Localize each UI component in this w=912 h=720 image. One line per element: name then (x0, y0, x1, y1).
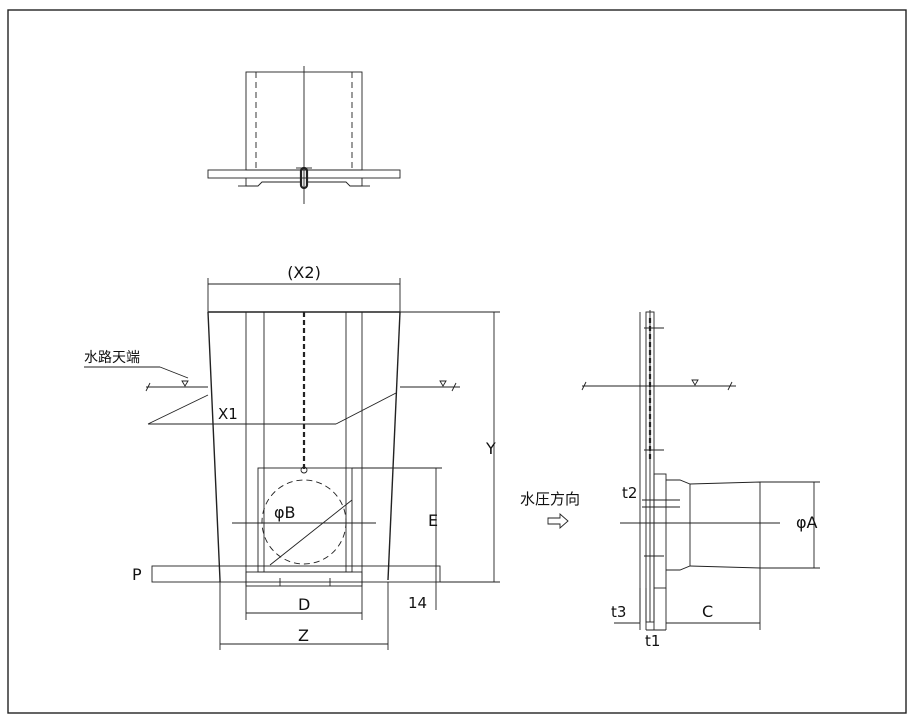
label-water-level: 水路天端 (84, 350, 140, 366)
label-t3: t3 (611, 603, 626, 621)
pressure-arrow (547, 513, 569, 529)
gate-plate (257, 467, 353, 573)
label-p: P (132, 565, 142, 584)
label-z: Z (298, 626, 309, 645)
opening-circle (261, 479, 347, 565)
label-phi-b: φB (274, 503, 296, 522)
front-view (84, 278, 500, 650)
label-e: E (428, 511, 438, 530)
label-y: Y (485, 439, 496, 458)
label-phi-a: φA (796, 513, 818, 532)
label-x1: X1 (218, 405, 238, 423)
side-view (547, 310, 820, 631)
top-view (207, 66, 401, 204)
label-t1: t1 (645, 632, 660, 650)
water-level-symbol (181, 380, 189, 387)
label-14: 14 (408, 594, 427, 612)
floor-slab-p (151, 565, 441, 583)
top-view-chain (299, 166, 309, 190)
label-t2: t2 (622, 484, 637, 502)
pipe-body (666, 479, 761, 571)
label-x2: (X2) (287, 263, 321, 282)
top-view-flange (207, 169, 401, 179)
label-pressure-direction: 水圧方向 (520, 490, 580, 508)
side-gate-plate (653, 473, 667, 589)
label-c: C (702, 602, 713, 621)
label-d: D (298, 595, 310, 614)
drawing-frame (7, 9, 907, 714)
